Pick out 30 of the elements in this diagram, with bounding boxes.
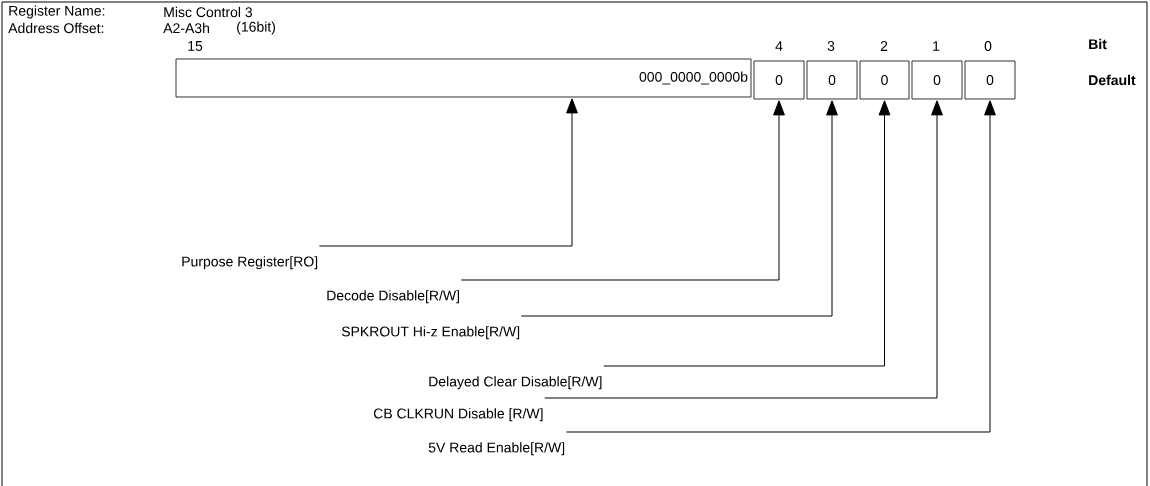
leader-line xyxy=(565,100,996,433)
leader-line xyxy=(318,98,578,247)
bit-cell: 0 xyxy=(753,60,805,100)
register-field: 000_0000_0000b xyxy=(175,58,752,98)
label: Register Name: xyxy=(9,5,105,19)
label: A2-A3h xyxy=(163,22,209,34)
label: 4 xyxy=(775,41,783,51)
field-label: Delayed Clear Disable[R/W] xyxy=(429,376,602,390)
field-label: Decode Disable[R/W] xyxy=(327,290,459,304)
label: 2 xyxy=(880,41,888,51)
bit-cell: 0 xyxy=(806,60,858,100)
leader-line xyxy=(544,100,943,399)
field-label: Purpose Register[RO] xyxy=(182,256,318,270)
label: Misc Control 3 xyxy=(164,6,253,18)
leader-line xyxy=(460,100,785,281)
label: Address Offset: xyxy=(8,22,104,34)
field-label: SPKROUT Hi-z Enable[R/W] xyxy=(341,326,520,340)
label: (16bit) xyxy=(237,21,275,35)
field-label: CB CLKRUN Disable [R/W] xyxy=(373,408,543,422)
label: 0 xyxy=(984,41,992,51)
bit-cell: 0 xyxy=(859,60,910,100)
leader-line xyxy=(520,100,838,317)
leader-line xyxy=(603,100,891,367)
label: Bit xyxy=(1089,38,1107,50)
field-label: 5V Read Enable[R/W] xyxy=(428,442,565,456)
label: 1 xyxy=(933,41,940,51)
label: Default xyxy=(1089,74,1136,86)
label: 3 xyxy=(827,41,835,51)
bit-cell: 0 xyxy=(964,60,1016,100)
bit-cell: 0 xyxy=(911,60,963,100)
